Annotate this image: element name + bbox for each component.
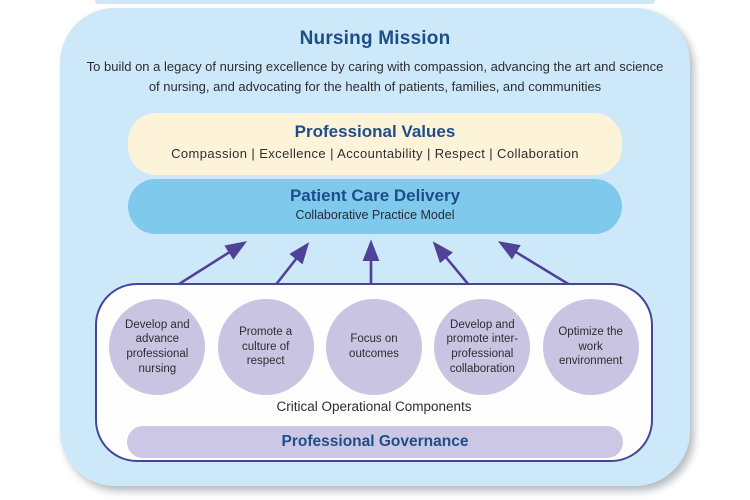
professional-values-box: Professional Values Compassion | Excelle… xyxy=(128,113,622,175)
operational-circles-row: Develop and advance professional nursing… xyxy=(97,299,651,395)
patient-care-delivery-title: Patient Care Delivery xyxy=(289,186,461,205)
circle-optimize-work-environment: Optimize the work environment xyxy=(542,299,639,395)
circle-interprofessional-collaboration: Develop and promote inter-professional c… xyxy=(434,299,531,395)
professional-values-title: Professional Values xyxy=(294,122,456,141)
circle-promote-culture-respect: Promote a culture of respect xyxy=(217,299,314,395)
circle-focus-on-outcomes: Focus on outcomes xyxy=(325,299,422,395)
professional-governance-label: Professional Governance xyxy=(281,433,469,450)
operational-components-panel: Develop and advance professional nursing… xyxy=(95,283,653,462)
circle-develop-advance-nursing: Develop and advance professional nursing xyxy=(109,299,206,395)
page-title: Nursing Mission xyxy=(299,28,451,49)
professional-values-list: Compassion | Excellence | Accountability… xyxy=(171,146,579,161)
patient-care-delivery-box: Patient Care Delivery Collaborative Prac… xyxy=(128,179,622,234)
professional-governance-bar: Professional Governance xyxy=(127,426,623,458)
mission-statement: To build on a legacy of nursing excellen… xyxy=(86,59,664,94)
cropped-edge-artifact xyxy=(95,0,655,4)
collaborative-practice-model-label: Collaborative Practice Model xyxy=(295,208,455,222)
critical-operational-components-caption: Critical Operational Components xyxy=(276,399,472,414)
